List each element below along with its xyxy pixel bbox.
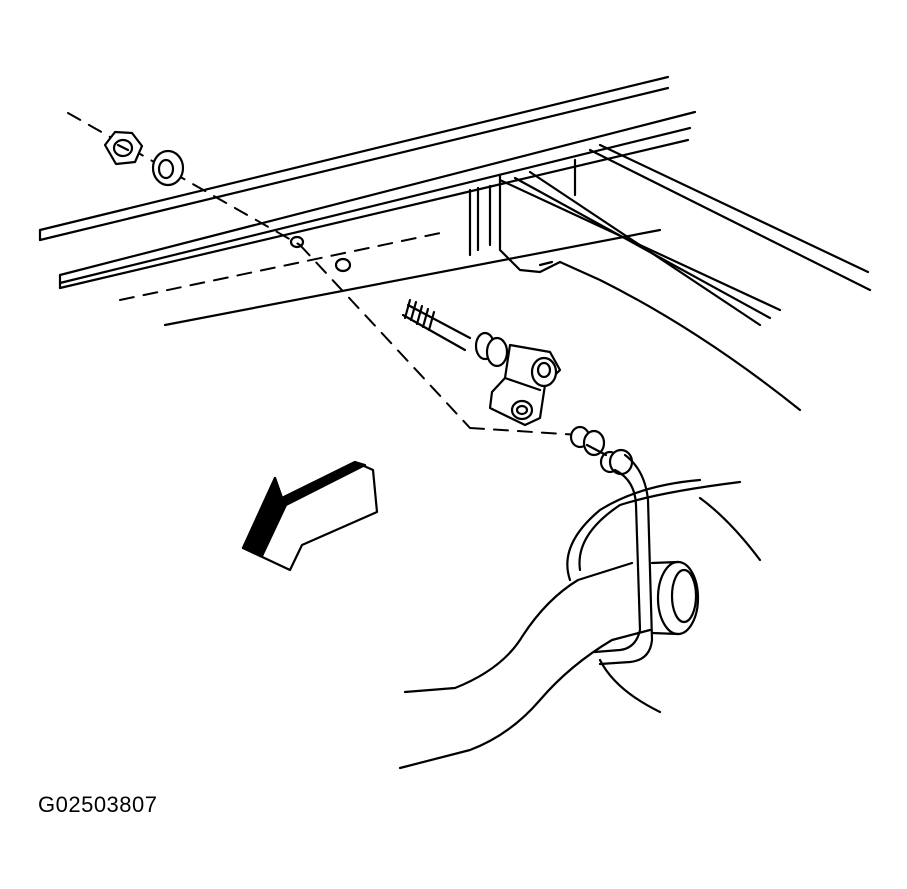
alignment-line: [67, 112, 581, 436]
cross-member: [468, 143, 872, 412]
brake-line: [593, 453, 654, 666]
frame-rail: [38, 75, 697, 327]
washer: [151, 149, 185, 187]
frame-hole: [289, 235, 352, 273]
forward-arrow-icon: [241, 460, 379, 572]
cable-fitting: [569, 425, 634, 476]
clamp-bracket: [488, 343, 562, 427]
mounting-stud: [401, 298, 509, 368]
nut: [103, 130, 144, 166]
exhaust-pipe: [398, 478, 762, 770]
figure-id-label: G02503807: [38, 792, 158, 817]
